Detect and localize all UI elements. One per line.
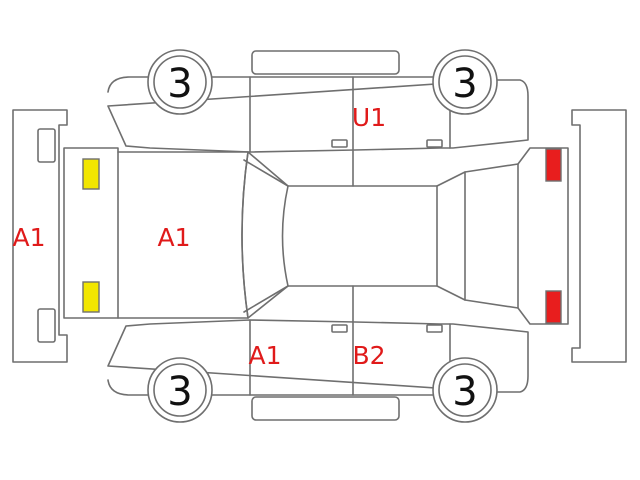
door-handle-bottom-front — [331, 324, 348, 333]
roof-rail-bottom — [251, 396, 400, 421]
wheel-front-left: 3 — [147, 49, 213, 115]
wheel-rear-right-rating: 3 — [452, 369, 477, 415]
wheel-front-right-rating: 3 — [167, 369, 192, 415]
side-profile-bottom — [107, 285, 529, 396]
code-front-door-bottom: A1 — [248, 341, 281, 370]
code-rear-door-top: U1 — [352, 103, 386, 132]
door-handle-top-front — [331, 139, 348, 148]
wheel-rear-right: 3 — [432, 357, 498, 423]
code-rear-door-bottom: B2 — [352, 341, 385, 370]
headlight-left — [82, 158, 100, 190]
door-handle-top-rear — [426, 139, 443, 148]
rear-bumper — [571, 109, 627, 363]
taillight-right — [545, 290, 562, 324]
wheel-front-left-rating: 3 — [167, 61, 192, 107]
front-bumper-right-slot — [37, 308, 56, 343]
side-profile-top — [107, 76, 529, 187]
front-bumper — [12, 109, 68, 363]
code-hood: A1 — [157, 223, 190, 252]
code-front-bumper: A1 — [12, 223, 45, 252]
wheel-rear-left: 3 — [432, 49, 498, 115]
front-bumper-left-slot — [37, 128, 56, 163]
cabin-top — [241, 147, 569, 325]
headlight-right — [82, 281, 100, 313]
door-handle-bottom-rear — [426, 324, 443, 333]
wheel-rear-left-rating: 3 — [452, 61, 477, 107]
roof-rail-top — [251, 50, 400, 75]
wheel-front-right: 3 — [147, 357, 213, 423]
taillight-left — [545, 148, 562, 182]
